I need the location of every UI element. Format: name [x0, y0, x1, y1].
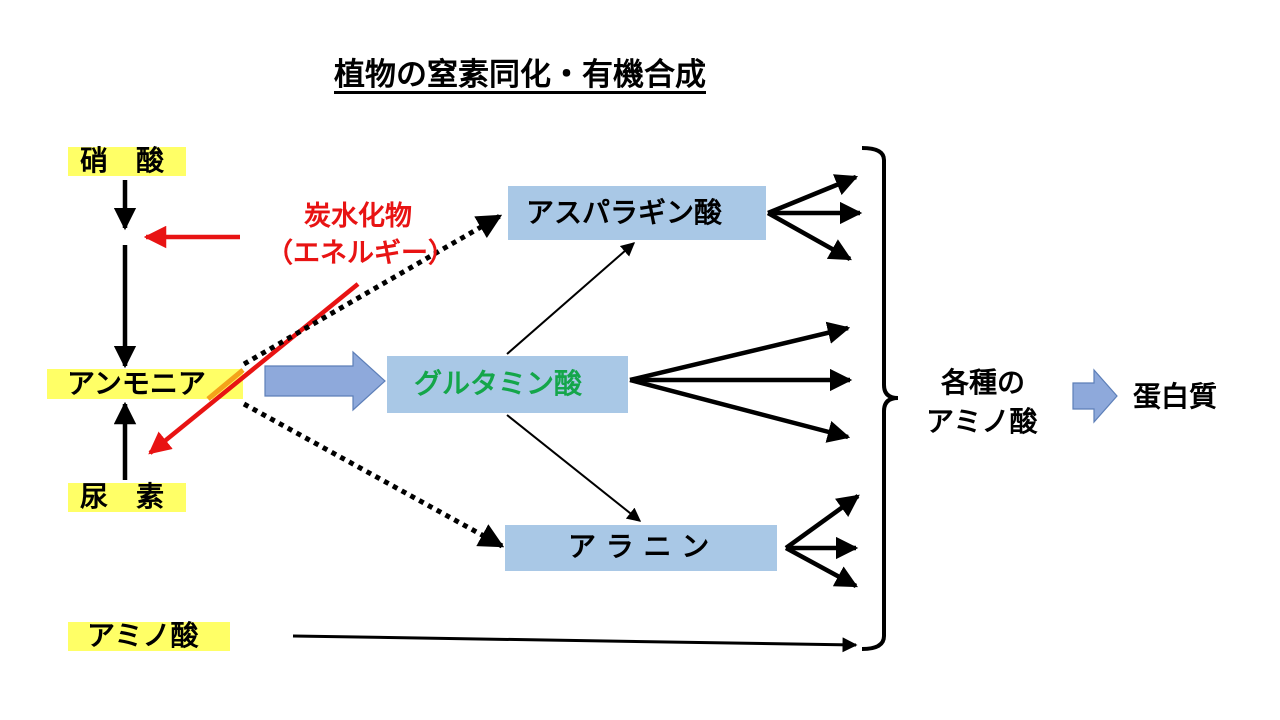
ammonia-to-alanine-dotted [242, 401, 505, 549]
page-title: 植物の窒素同化・有機合成 [334, 57, 706, 93]
various-amino-acid-label: アミノ酸 [926, 405, 1038, 438]
alanine-box [505, 525, 777, 571]
protein-label: 蛋白質 [1133, 380, 1218, 413]
urea-label: 尿 素 [80, 480, 165, 513]
right-brace [861, 146, 899, 651]
amino-acid-direct-arrow [292, 634, 858, 653]
amino-acid-highlight [68, 622, 230, 651]
various-label: 各種の [941, 366, 1026, 399]
energy-to-urea-arrow [148, 282, 360, 455]
glutamic-to-alanine-arrow [506, 414, 642, 522]
nitrate-label: 硝 酸 [80, 144, 165, 177]
energy-overlap [206, 368, 245, 401]
glutamic-label: グルタミン酸 [414, 367, 583, 400]
energy-label-1: 炭水化物 [304, 201, 412, 232]
amino-acid-label: アミノ酸 [87, 619, 199, 652]
ammonia-label: アンモニア [67, 367, 206, 400]
urea-highlight [68, 483, 186, 512]
asparagine-box [508, 186, 766, 240]
nitrate-highlight [68, 147, 186, 176]
glutamic-box [387, 356, 628, 413]
glutamic-to-asparagine-arrow [506, 242, 636, 355]
ammonia-to-glutamic-block-arrow [264, 350, 386, 412]
alanine-label: ア ラ ニ ン [568, 530, 710, 563]
energy-label-2: （エネルギー） [266, 238, 455, 269]
asparagine-label: アスパラギン酸 [526, 196, 723, 229]
amino-to-protein-block-arrow [1072, 368, 1118, 424]
